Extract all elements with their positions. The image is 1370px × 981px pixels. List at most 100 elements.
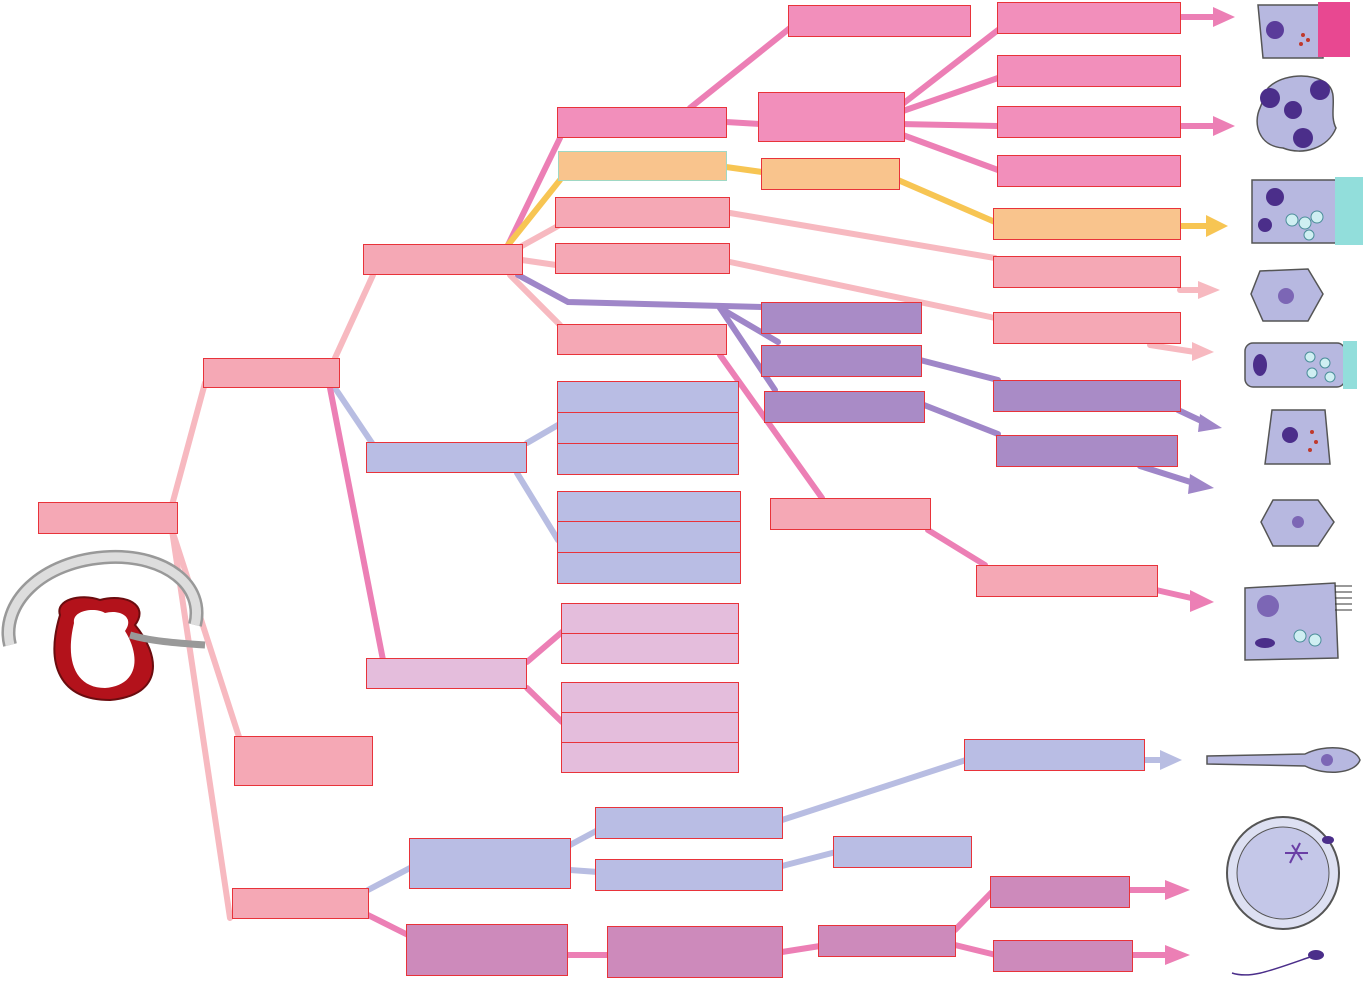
connector-line [723, 119, 763, 127]
connector-line [717, 352, 825, 501]
endocrine-cell-image [1264, 409, 1331, 465]
connector-line [524, 685, 565, 725]
node-box [557, 381, 739, 413]
stellate-cell-image [1260, 499, 1335, 547]
node-box [557, 552, 741, 584]
node-box [607, 926, 783, 978]
node-box [557, 443, 739, 475]
connector-line [895, 177, 998, 225]
arrow-head [1192, 342, 1214, 361]
branch-node-box [363, 244, 523, 275]
connector-line [505, 177, 563, 248]
connector-line [505, 135, 563, 248]
node-box [997, 2, 1181, 34]
connector-line [687, 25, 793, 111]
connector-line [327, 385, 386, 663]
parietal-cell-image [1257, 2, 1350, 59]
connector-line [897, 75, 1001, 115]
arrow-head [1190, 590, 1214, 612]
connector-line [952, 889, 995, 933]
connector-line [727, 259, 998, 321]
node-box [761, 345, 922, 377]
node-box [555, 243, 730, 274]
node-box [997, 155, 1181, 187]
connector-line [952, 942, 999, 958]
connector-line [332, 272, 376, 361]
node-box [557, 324, 727, 355]
node-box [557, 412, 739, 444]
arrow-head [1198, 414, 1222, 432]
ciliated-goblet-cell-image [1244, 582, 1352, 661]
node-box [561, 742, 739, 773]
branch-node-box [234, 736, 373, 786]
node-box [976, 565, 1158, 597]
goblet-columnar-cell-image [1251, 177, 1363, 245]
node-box [595, 859, 783, 891]
node-box [996, 435, 1178, 467]
connector-line [507, 272, 563, 328]
connector-line [567, 867, 601, 875]
node-box [993, 208, 1181, 240]
branch-node-box [232, 888, 369, 919]
node-box [993, 380, 1181, 412]
node-box [764, 391, 925, 423]
connector-line [567, 827, 601, 848]
connector-line [779, 943, 823, 955]
connector-line [524, 629, 565, 665]
node-box [561, 633, 739, 664]
arrow-head [1160, 750, 1182, 770]
arrow-head [1198, 281, 1220, 299]
node-box [997, 106, 1181, 138]
node-box [818, 925, 956, 957]
node-box [964, 739, 1145, 771]
node-box [993, 940, 1133, 972]
node-box [406, 924, 568, 976]
connector-line [917, 357, 1001, 383]
connector-line [779, 849, 839, 869]
connector-line [779, 757, 969, 823]
connector-line [517, 223, 561, 250]
columnar-cell-image [1244, 341, 1357, 389]
embryo-cross-section-image [1, 549, 206, 702]
node-box [993, 256, 1181, 288]
node-box [409, 838, 571, 889]
branch-node-box [203, 358, 340, 388]
node-box [561, 682, 739, 713]
connector-line [925, 527, 988, 568]
arrow-head [1213, 116, 1235, 136]
connector-line [897, 121, 1001, 129]
node-box [561, 712, 739, 743]
squamous-cell-image [1250, 268, 1324, 322]
oocyte-cell-image [1226, 816, 1340, 930]
connector-line [514, 470, 561, 543]
connector-line [717, 305, 781, 345]
branch-node-box [366, 442, 527, 473]
node-box [770, 498, 931, 530]
connector-line [169, 527, 233, 921]
arrow-head [1213, 7, 1235, 27]
arrow-head [1165, 880, 1190, 900]
connector-line [921, 402, 1001, 437]
neuron-cell-image [1206, 747, 1361, 773]
connector-line [365, 865, 413, 893]
node-box [997, 55, 1181, 87]
connector-line [897, 131, 1001, 173]
arrow-head [1206, 215, 1228, 237]
connector-line [723, 164, 765, 175]
node-box [558, 151, 727, 181]
node-box [761, 158, 900, 190]
branch-node-box [366, 658, 527, 689]
node-box [990, 876, 1130, 908]
node-box [833, 836, 972, 868]
root-node-box [38, 502, 178, 534]
connector-line [515, 272, 765, 310]
sperm-cell-image [1231, 950, 1324, 976]
arrow-head [1165, 945, 1190, 965]
osteoclast-like-cell-image [1256, 75, 1337, 152]
connector-line [169, 380, 208, 508]
connector-line [332, 385, 375, 446]
node-box [595, 807, 783, 839]
connector-line [365, 912, 411, 938]
